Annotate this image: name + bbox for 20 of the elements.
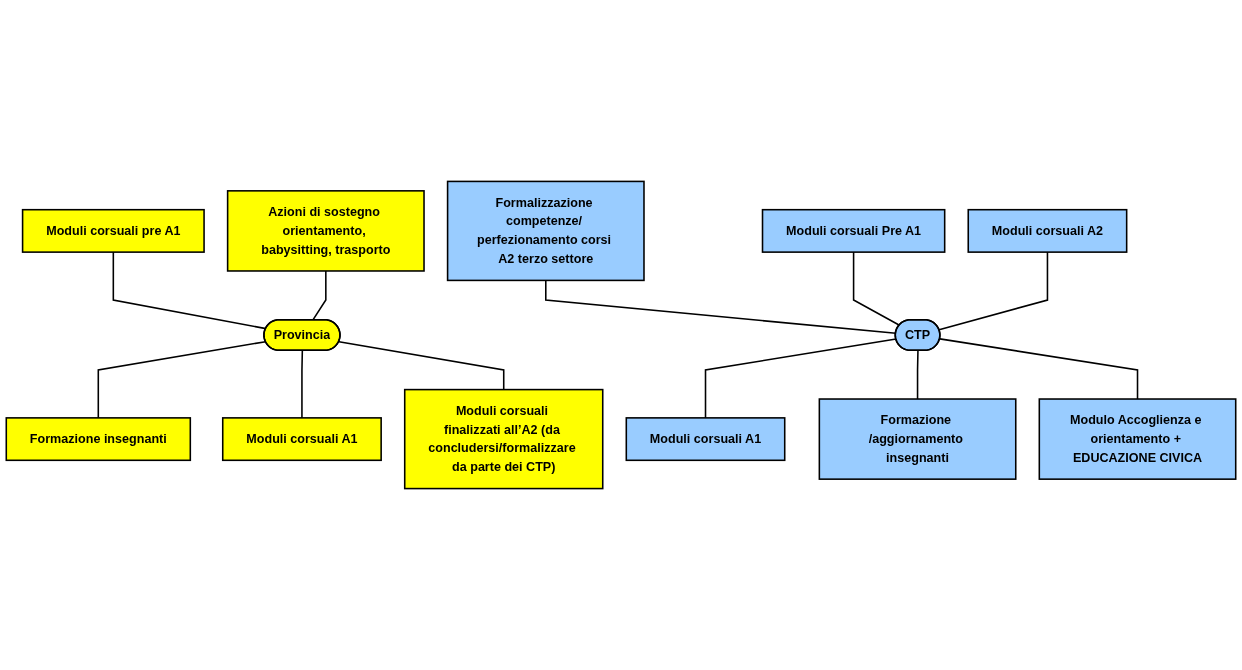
node-box: Moduli corsuali finalizzati all’A2 (da concludersi/formalizzare da parte dei CTP) <box>403 388 604 490</box>
connector <box>338 340 505 391</box>
node-box: Moduli corsuali A1 <box>221 417 382 462</box>
connector <box>939 338 1139 400</box>
connector <box>301 349 304 419</box>
node-box: Moduli corsuali A1 <box>625 417 786 462</box>
node-box: Formalizzazione competenze/ perfezionamento corsi A2 terzo settore <box>446 180 645 282</box>
node-box: Modulo Accoglienza e orientamento + EDUCAZIONE CIVICA <box>1038 398 1237 480</box>
connector <box>938 251 1049 331</box>
connector <box>916 349 919 400</box>
node-box: Formazione /aggiornamento insegnanti <box>818 398 1017 480</box>
node-box: Moduli corsuali A2 <box>967 208 1128 253</box>
node-box: Azioni di sostegno orientamento, babysitting, trasporto <box>226 190 425 272</box>
node-box: Moduli corsuali Pre A1 <box>761 208 946 253</box>
connector <box>704 338 897 419</box>
node-box: Formazione insegnanti <box>5 417 192 462</box>
connector <box>112 251 267 330</box>
connector <box>852 251 901 327</box>
node-box: Moduli corsuali pre A1 <box>21 208 205 253</box>
connector <box>312 270 327 321</box>
